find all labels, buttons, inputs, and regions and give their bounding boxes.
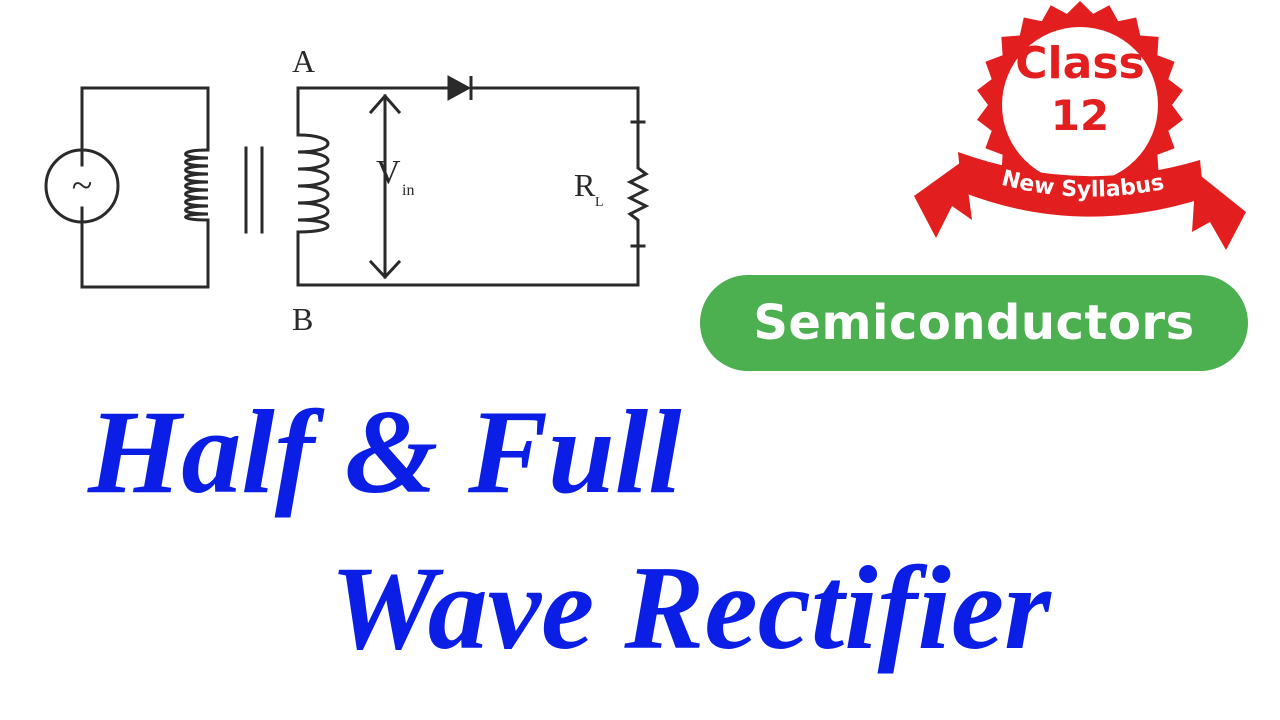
secondary-coil [296,133,330,234]
ribbon-band [958,152,1204,217]
terminal-label-b: B [292,301,313,337]
ribbon-right-tail [1192,172,1246,250]
resistor-ticks [630,120,646,248]
vin-label: V [376,154,401,191]
transformer-core [244,146,264,234]
vin-subscript: in [402,182,414,199]
rl-subscript: L [595,195,604,210]
load-resistor [626,118,650,250]
title-line-2: Wave Rectifier [330,541,1051,674]
ribbon-left-tail [914,160,972,238]
badge-class-label: Class [1015,38,1144,89]
ac-source [44,148,120,224]
vin-arrow [368,93,402,280]
diode-symbol [447,75,473,101]
badge-inner-circle [1002,27,1158,183]
ac-source-symbol: ~ [72,165,93,207]
class-12-badge: Class 12 New Syllabus [914,1,1246,250]
title-line-1: Half & Full [88,385,682,518]
topic-pill: Semiconductors [700,275,1248,371]
rectifier-circuit-diagram: ~ A B V in R L [44,43,650,337]
primary-coil [184,148,210,222]
primary-wire [80,86,210,289]
topic-label: Semiconductors [753,295,1195,351]
secondary-wire [296,86,640,287]
badge-grade-number: 12 [1051,91,1109,140]
rl-label: R [574,167,596,203]
terminal-label-a: A [292,43,315,79]
